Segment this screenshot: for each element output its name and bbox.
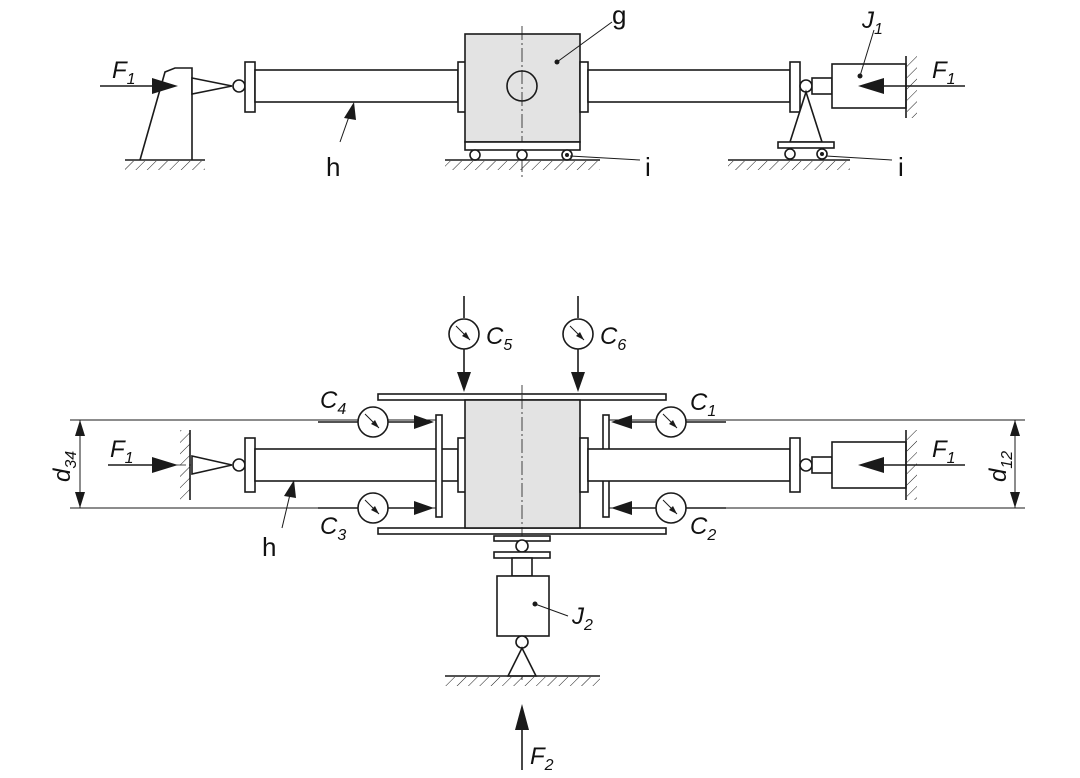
- bottom-force-right-arrow: [858, 457, 965, 473]
- top-force-right-label: F1: [932, 57, 956, 88]
- top-label-g: g: [612, 0, 626, 30]
- gauge-c3: [318, 492, 434, 524]
- bottom-jack-j2: [445, 535, 600, 686]
- top-force-left-arrow: [100, 78, 178, 94]
- top-label-i-center: i: [645, 152, 651, 182]
- bottom-label-h: h: [262, 532, 276, 562]
- dim-d12-label: d12: [985, 451, 1016, 482]
- top-force-right-arrow: [858, 78, 965, 94]
- gauge-c6-label: C6: [600, 323, 626, 354]
- gauge-c1: [611, 406, 726, 438]
- top-jack-label: J1: [861, 7, 883, 38]
- top-label-h: h: [326, 152, 340, 182]
- top-center-box: [445, 26, 600, 180]
- top-force-left-label: F1: [112, 57, 136, 88]
- bottom-force-left-arrow: [108, 457, 178, 473]
- bottom-left-tube: [244, 437, 467, 493]
- top-jack: [811, 29, 907, 109]
- force-f2-label: F2: [530, 743, 554, 774]
- gauge-c4-label: C4: [320, 387, 346, 418]
- bottom-jack-label: J2: [571, 603, 593, 634]
- gauge-c2: [611, 492, 726, 524]
- gauge-c4: [318, 406, 434, 438]
- gauge-c3-label: C3: [320, 513, 346, 544]
- dim-d34-label: d34: [49, 451, 80, 482]
- gauge-c6: [562, 296, 594, 392]
- gauge-c5-label: C5: [486, 323, 512, 354]
- gauge-c2-label: C2: [690, 513, 716, 544]
- gauge-c5: [448, 296, 480, 392]
- top-assembly: F1 h g i: [100, 0, 965, 182]
- force-f2-arrow: [515, 704, 529, 770]
- top-right-tube: [579, 61, 801, 113]
- top-left-support: [125, 67, 246, 170]
- bottom-right-tube: [579, 437, 801, 493]
- gauge-c1-label: C1: [690, 389, 716, 420]
- bottom-force-right-label: F1: [932, 436, 956, 467]
- top-label-i-right: i: [898, 152, 904, 182]
- bottom-assembly: d34 d12 F1 h: [49, 296, 1025, 774]
- top-left-tube: [244, 61, 467, 113]
- bottom-force-left-label: F1: [110, 436, 134, 467]
